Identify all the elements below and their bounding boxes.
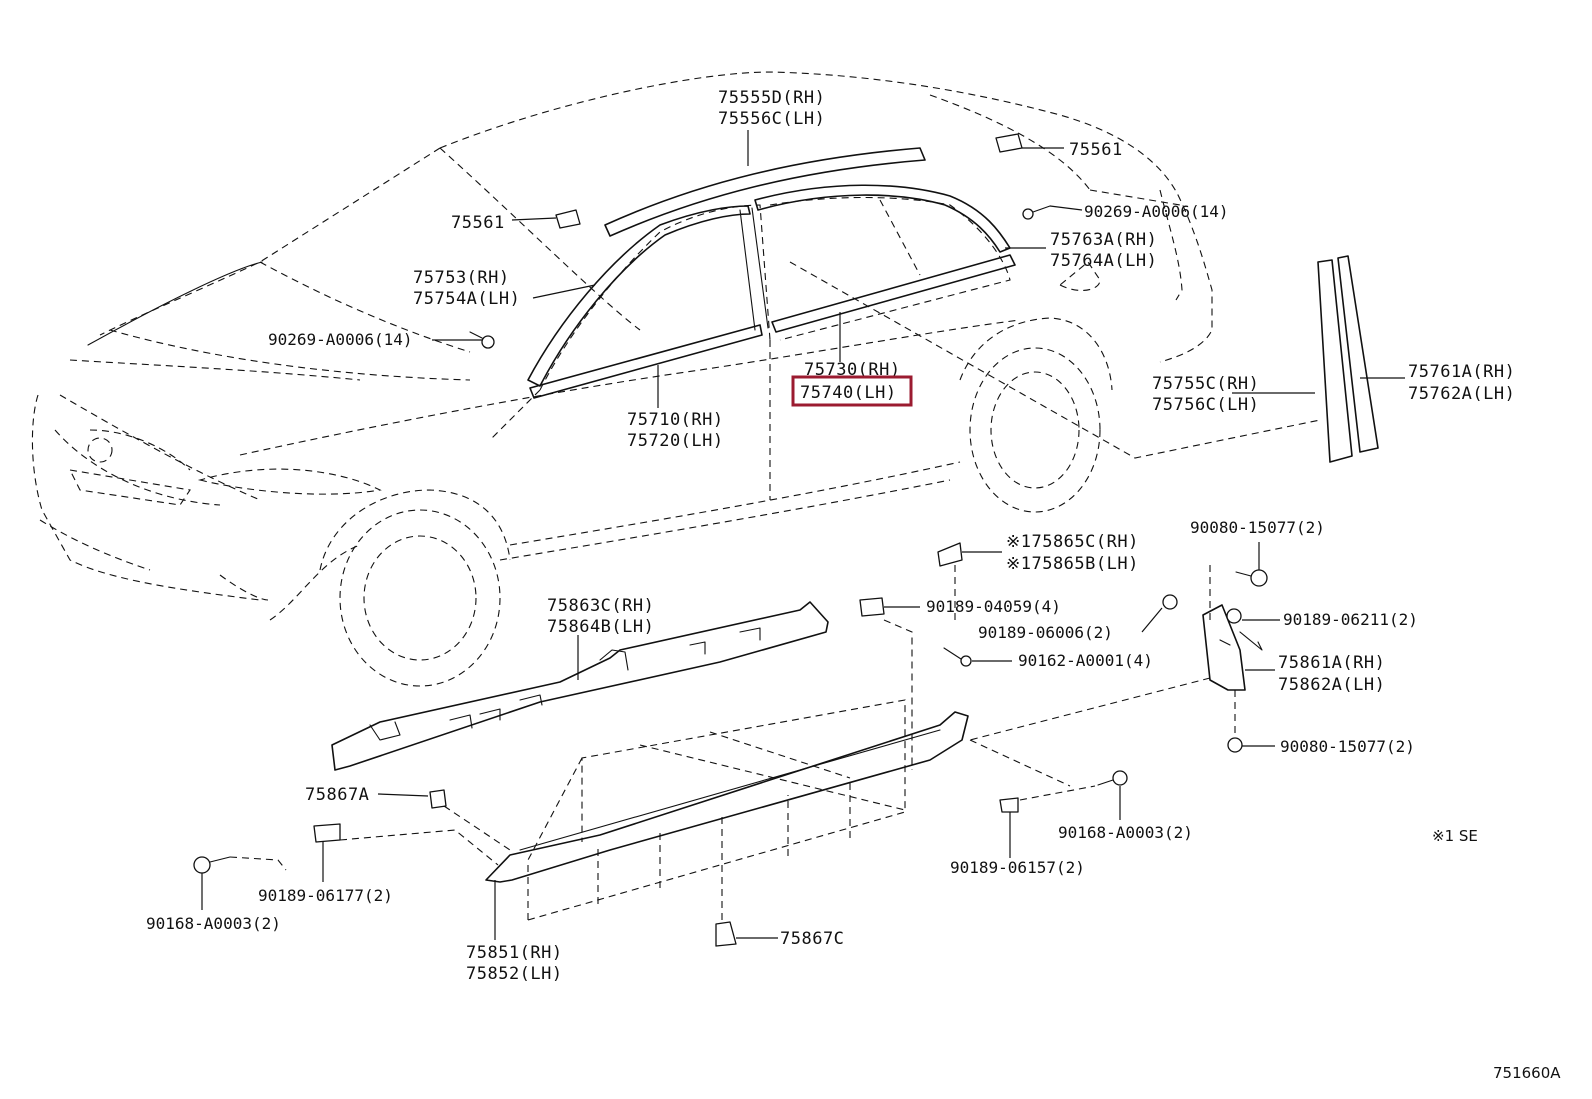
label-90269-left: 90269-A0006(14) (268, 330, 413, 349)
windshield-molding (527, 205, 751, 387)
label-75865C: ※175865C(RH) (1006, 532, 1139, 552)
label-90080-top: 90080-15077(2) (1190, 518, 1325, 537)
label-75762A: 75762A(LH) (1408, 384, 1515, 404)
diagram-code: 751660A (1493, 1064, 1561, 1082)
clip-90189-06177 (313, 823, 341, 843)
front-door-belt-molding (529, 324, 763, 399)
clip-90189-04059 (859, 597, 885, 617)
clip-75867A (429, 789, 447, 809)
clip-90189-06211 (1226, 608, 1242, 624)
label-75730: 75730(RH) (804, 360, 901, 380)
label-75764A: 75764A(LH) (1050, 251, 1157, 271)
label-75761A: 75761A(RH) (1408, 362, 1515, 382)
highlight-box (791, 375, 913, 407)
footnote: ※1 SE (1432, 827, 1478, 845)
label-75555D: 75555D(RH) (718, 88, 825, 108)
label-75561-left: 75561 (451, 213, 505, 233)
label-90080-bottom: 90080-15077(2) (1280, 737, 1415, 756)
leader-lines (201, 130, 1405, 940)
rocker-panel-reinforcement (331, 601, 829, 771)
label-90189-06211: 90189-06211(2) (1283, 610, 1418, 629)
clip-90269-left (469, 331, 495, 349)
label-90162: 90162-A0001(4) (1018, 651, 1153, 670)
label-75852: 75852(LH) (466, 964, 563, 984)
label-90269-right: 90269-A0006(14) (1084, 202, 1229, 221)
clip-75867C (715, 921, 737, 947)
rear-door-frame-molding (754, 184, 1011, 253)
label-75864B: 75864B(LH) (547, 617, 654, 637)
callout-labels: 75555D(RH) 75556C(LH) 75561 75561 90269-… (146, 88, 1561, 1082)
rear-door-belt-molding (771, 254, 1016, 333)
label-90168-right: 90168-A0003(2) (1058, 823, 1193, 842)
label-75756C: 75756C(LH) (1152, 395, 1259, 415)
label-90189-04059: 90189-04059(4) (926, 597, 1061, 616)
rocker-sill-molding (485, 711, 969, 883)
label-75862A: 75862A(LH) (1278, 675, 1385, 695)
label-90168-left: 90168-A0003(2) (146, 914, 281, 933)
bolt-90080-bottom (1227, 737, 1243, 753)
label-75865B: ※175865B(LH) (1006, 554, 1139, 574)
rear-pillar-garnish (1317, 255, 1379, 463)
clip-90269-right (1022, 205, 1051, 220)
clip-90189-06006 (1162, 594, 1178, 610)
car-body (31, 71, 1321, 687)
label-75867A: 75867A (305, 785, 369, 805)
label-75720: 75720(LH) (627, 431, 724, 451)
cover-75865 (937, 542, 963, 567)
label-75861A: 75861A(RH) (1278, 653, 1385, 673)
clip-75561-top (995, 133, 1023, 153)
hardware-connectors (229, 565, 1236, 920)
label-75556C: 75556C(LH) (718, 109, 825, 129)
roof-drip-molding (604, 147, 926, 237)
mud-guard (1202, 604, 1263, 691)
label-75867C: 75867C (780, 929, 844, 949)
label-75740: 75740(LH) (800, 383, 897, 403)
label-75561-top: 75561 (1069, 140, 1123, 160)
bolt-90080-top (1235, 569, 1268, 587)
label-90189-06006: 90189-06006(2) (978, 623, 1113, 642)
label-75710: 75710(RH) (627, 410, 724, 430)
screw-90162 (943, 647, 972, 667)
clip-90168-left (193, 856, 231, 874)
clip-90168-right (1097, 770, 1128, 786)
label-75863C: 75863C(RH) (547, 596, 654, 616)
clip-90189-06157 (999, 797, 1019, 813)
sill-clip-grid (527, 699, 906, 921)
label-75851: 75851(RH) (466, 943, 563, 963)
label-75754A: 75754A(LH) (413, 289, 520, 309)
center-pillar (739, 207, 769, 331)
label-75753: 75753(RH) (413, 268, 510, 288)
label-90189-06177: 90189-06177(2) (258, 886, 393, 905)
label-75755C: 75755C(RH) (1152, 374, 1259, 394)
clip-75561-left (555, 209, 581, 229)
label-75763A: 75763A(RH) (1050, 230, 1157, 250)
label-90189-06157: 90189-06157(2) (950, 858, 1085, 877)
